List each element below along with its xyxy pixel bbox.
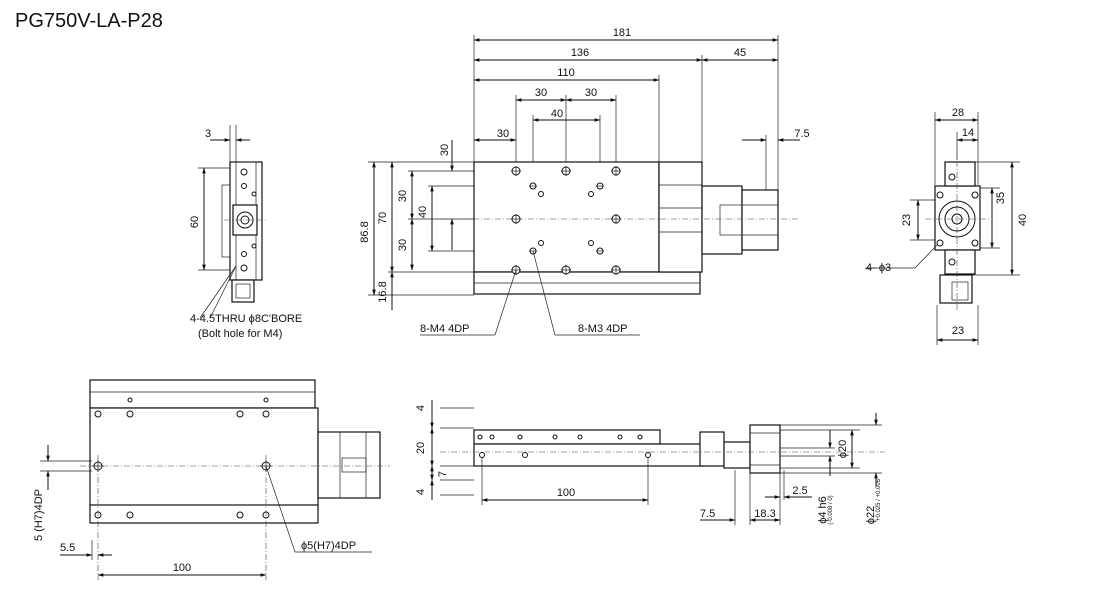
dim-2-5: 2.5 [792, 485, 807, 497]
dim-136: 136 [571, 47, 589, 59]
callout-bore: 4-4.5THRU ϕ8C'BORE [190, 313, 302, 325]
dim-v30-top: 30 [439, 144, 451, 156]
dim-3: 3 [205, 128, 211, 140]
dim-40: 40 [551, 108, 563, 120]
dim-v60: 60 [189, 216, 201, 228]
callout-m3: 8-M3 4DP [578, 323, 628, 335]
dim-100-bottom: 100 [173, 562, 191, 574]
dim-110: 110 [557, 67, 575, 79]
dim-5-5: 5.5 [60, 542, 75, 554]
dim-v35: 35 [995, 192, 1007, 204]
dim-v86-8: 86.8 [359, 221, 371, 242]
dim-14: 14 [962, 127, 974, 139]
dim-4-top: 4 [415, 405, 427, 411]
dim-100-side: 100 [557, 487, 575, 499]
dim-28: 28 [952, 107, 964, 119]
callout-phi5: ϕ5(H7)4DP [301, 540, 356, 552]
dim-v30-low: 30 [397, 239, 409, 251]
dim-v30-mid: 30 [397, 190, 409, 202]
dim-23-bottom: 23 [952, 325, 964, 337]
top-view: 181 136 45 110 30 30 40 30 7.5 30 86.8 7… [359, 27, 810, 336]
dim-phi4-tolerance: (-0.008 / 0) [828, 495, 834, 524]
callout-m4: 8-M4 4DP [420, 323, 470, 335]
dim-v70: 70 [377, 212, 389, 224]
dim-7-side: 7 [437, 471, 449, 477]
side-view: 4 20 7 4 100 7.5 18.3 2.5 ϕ20 ϕ4 h6 (-0.… [415, 400, 885, 525]
dim-7-5: 7.5 [794, 128, 809, 140]
dim-18-3: 18.3 [754, 508, 775, 520]
dim-30-c: 30 [497, 128, 509, 140]
dim-30-a: 30 [535, 87, 547, 99]
dim-20-side: 20 [415, 442, 427, 454]
callout-bolt: (Bolt hole for M4) [198, 328, 282, 340]
dim-phi22: ϕ22 [865, 506, 877, 524]
drawing-title: PG750V-LA-P28 [15, 10, 163, 32]
dim-v16-8: 16.8 [377, 281, 389, 302]
dim-phi4: ϕ4 h6 [817, 496, 829, 524]
dim-4-bottom: 4 [415, 489, 427, 495]
right-view: 28 14 35 40 23 4- ϕ3 [865, 107, 1029, 345]
dim-phi22-tolerance: +0.025 / +0.005 [876, 478, 882, 521]
dim-v40-right: 40 [1017, 214, 1029, 226]
dim-phi3: 4- ϕ3 [866, 262, 891, 274]
dim-45: 45 [734, 47, 746, 59]
left-view: 3 60 4-4.5THRU ϕ8C'BORE (Bolt hole for M… [189, 125, 302, 340]
dim-phi20: ϕ20 [837, 440, 849, 458]
dim-7-5-side: 7.5 [700, 508, 715, 520]
bottom-view: 5 (H7)4DP 5.5 100 ϕ5(H7)4DP [33, 379, 390, 580]
dim-5-h7: 5 (H7)4DP [33, 489, 45, 541]
dim-v40: 40 [417, 206, 429, 218]
dim-v23: 23 [901, 214, 913, 226]
dim-30-b: 30 [585, 87, 597, 99]
dim-181: 181 [613, 27, 631, 39]
